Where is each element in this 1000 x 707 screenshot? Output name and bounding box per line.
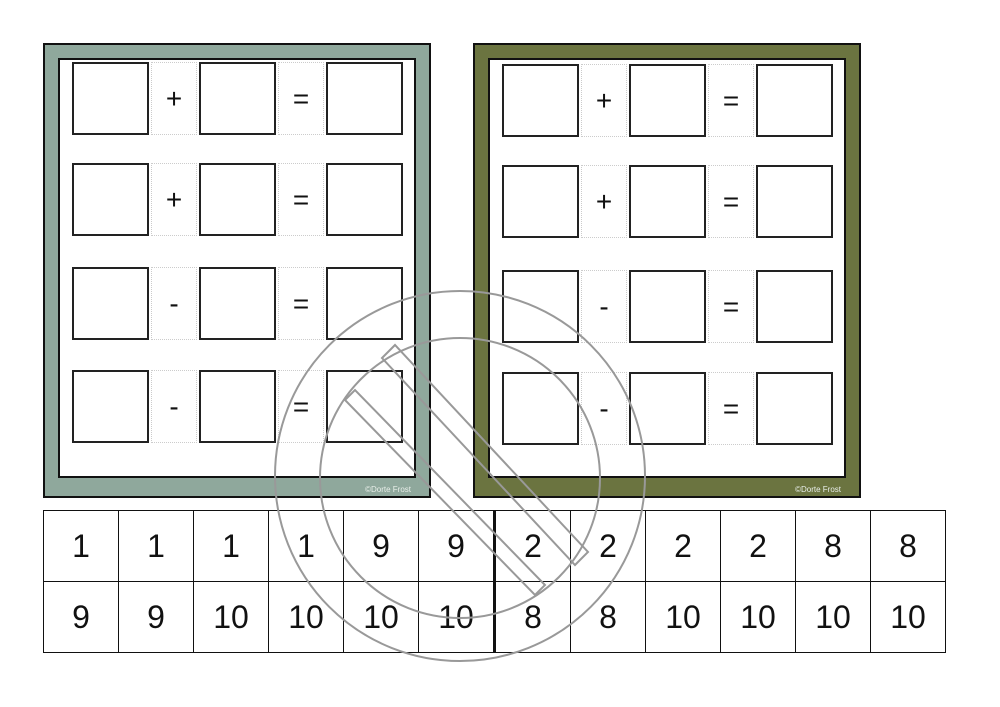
- equals-sign: =: [708, 372, 754, 445]
- answer-box[interactable]: [72, 267, 149, 340]
- answer-box[interactable]: [629, 64, 706, 137]
- operator: -: [151, 267, 197, 340]
- answer-box[interactable]: [199, 370, 276, 443]
- equation-row: + =: [72, 62, 403, 135]
- answer-box[interactable]: [502, 165, 579, 238]
- number-card[interactable]: 10: [343, 581, 419, 653]
- operator: -: [581, 270, 627, 343]
- equals-sign: =: [708, 64, 754, 137]
- number-card[interactable]: 10: [795, 581, 871, 653]
- number-card[interactable]: 2: [493, 510, 571, 582]
- number-card[interactable]: 8: [493, 581, 571, 653]
- number-card[interactable]: 9: [118, 581, 194, 653]
- answer-box[interactable]: [756, 165, 833, 238]
- equation-row: + =: [72, 163, 403, 236]
- number-card[interactable]: 1: [193, 510, 269, 582]
- answer-box[interactable]: [502, 372, 579, 445]
- equals-sign: =: [278, 163, 324, 236]
- number-card[interactable]: 8: [570, 581, 646, 653]
- operator: +: [581, 165, 627, 238]
- equals-sign: =: [278, 370, 324, 443]
- answer-box[interactable]: [629, 270, 706, 343]
- number-card[interactable]: 9: [43, 581, 119, 653]
- number-card[interactable]: 9: [418, 510, 495, 582]
- answer-box[interactable]: [199, 163, 276, 236]
- answer-box[interactable]: [629, 165, 706, 238]
- answer-box[interactable]: [72, 163, 149, 236]
- answer-box[interactable]: [326, 163, 403, 236]
- answer-box[interactable]: [756, 372, 833, 445]
- answer-box[interactable]: [72, 370, 149, 443]
- number-card[interactable]: 10: [870, 581, 946, 653]
- number-card[interactable]: 10: [645, 581, 721, 653]
- number-card[interactable]: 2: [720, 510, 796, 582]
- answer-box[interactable]: [629, 372, 706, 445]
- number-card[interactable]: 10: [418, 581, 495, 653]
- operator: -: [581, 372, 627, 445]
- answer-box[interactable]: [502, 64, 579, 137]
- answer-box[interactable]: [199, 267, 276, 340]
- equation-row: + =: [502, 64, 833, 137]
- equals-sign: =: [708, 165, 754, 238]
- number-card[interactable]: 8: [870, 510, 946, 582]
- answer-box[interactable]: [72, 62, 149, 135]
- number-card[interactable]: 10: [193, 581, 269, 653]
- equation-row: - =: [72, 267, 403, 340]
- equation-card: + = + = - = - = ©Dorte Frost: [43, 43, 431, 498]
- number-card[interactable]: 1: [118, 510, 194, 582]
- number-card[interactable]: 1: [268, 510, 344, 582]
- answer-box[interactable]: [326, 62, 403, 135]
- operator: -: [151, 370, 197, 443]
- number-card[interactable]: 1: [43, 510, 119, 582]
- answer-box[interactable]: [502, 270, 579, 343]
- number-card[interactable]: 10: [268, 581, 344, 653]
- equation-card: + = + = - = - = ©Dorte Frost: [473, 43, 861, 498]
- answer-box[interactable]: [756, 64, 833, 137]
- card-inner: + = + = - = - =: [58, 58, 416, 478]
- card-inner: + = + = - = - =: [488, 58, 846, 478]
- equals-sign: =: [708, 270, 754, 343]
- number-card[interactable]: 2: [645, 510, 721, 582]
- copyright: ©Dorte Frost: [365, 485, 411, 494]
- equals-sign: =: [278, 267, 324, 340]
- number-card[interactable]: 2: [570, 510, 646, 582]
- operator: +: [151, 62, 197, 135]
- answer-box[interactable]: [756, 270, 833, 343]
- number-card[interactable]: 9: [343, 510, 419, 582]
- equation-row: + =: [502, 165, 833, 238]
- answer-box[interactable]: [199, 62, 276, 135]
- answer-box[interactable]: [326, 370, 403, 443]
- number-card[interactable]: 8: [795, 510, 871, 582]
- operator: +: [581, 64, 627, 137]
- number-card[interactable]: 10: [720, 581, 796, 653]
- copyright: ©Dorte Frost: [795, 485, 841, 494]
- equation-row: - =: [502, 372, 833, 445]
- operator: +: [151, 163, 197, 236]
- equals-sign: =: [278, 62, 324, 135]
- equation-row: - =: [72, 370, 403, 443]
- answer-box[interactable]: [326, 267, 403, 340]
- equation-row: - =: [502, 270, 833, 343]
